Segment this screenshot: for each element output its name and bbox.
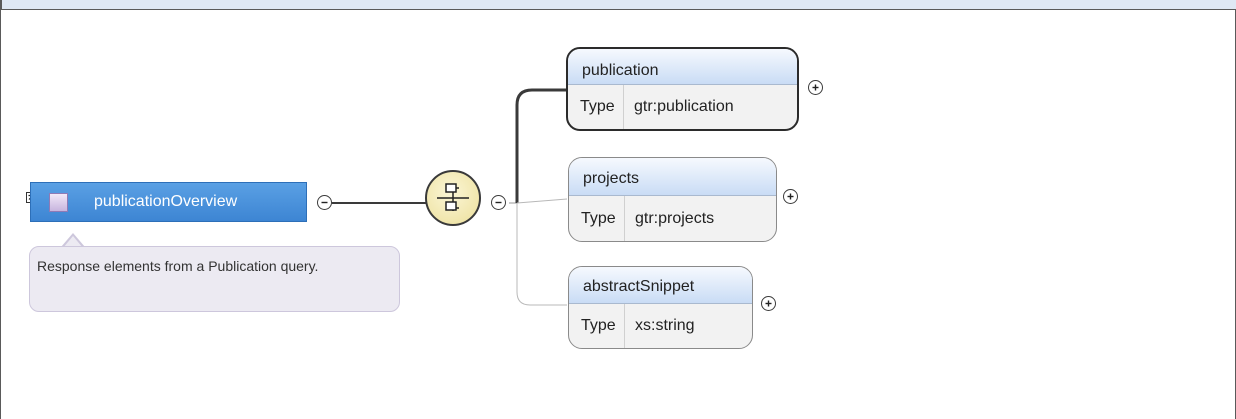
- diagram-header-strip: [1, 0, 1236, 10]
- sequence-compositor-icon[interactable]: [425, 170, 481, 226]
- root-element-node[interactable]: publicationOverview: [30, 182, 307, 222]
- connector-abstract-snippet: [516, 203, 567, 306]
- documentation-annotation: Response elements from a Publication que…: [29, 246, 400, 312]
- type-key: Type: [568, 85, 624, 129]
- element-name: abstractSnippet: [569, 267, 752, 304]
- element-type-icon: [49, 192, 68, 212]
- type-value: gtr:projects: [635, 209, 715, 227]
- child-element-projects[interactable]: projects Type gtr:projects: [568, 157, 777, 242]
- plus-circle-icon[interactable]: [808, 80, 823, 95]
- minus-circle-icon[interactable]: [317, 195, 332, 210]
- child-element-abstract-snippet[interactable]: abstractSnippet Type xs:string: [568, 266, 753, 349]
- root-element-label: publicationOverview: [94, 193, 238, 210]
- type-key: Type: [569, 196, 625, 241]
- plus-circle-icon[interactable]: [783, 189, 798, 204]
- connector-publication: [515, 88, 567, 203]
- connector-projects: [516, 198, 568, 204]
- type-value: gtr:publication: [634, 98, 734, 115]
- child-element-publication[interactable]: publication Type gtr:publication: [566, 47, 799, 131]
- element-name: projects: [569, 158, 776, 196]
- element-name: publication: [568, 49, 797, 85]
- type-key: Type: [569, 304, 625, 348]
- plus-circle-icon[interactable]: [761, 296, 776, 311]
- type-value: xs:string: [635, 317, 695, 334]
- minus-circle-icon[interactable]: [491, 195, 506, 210]
